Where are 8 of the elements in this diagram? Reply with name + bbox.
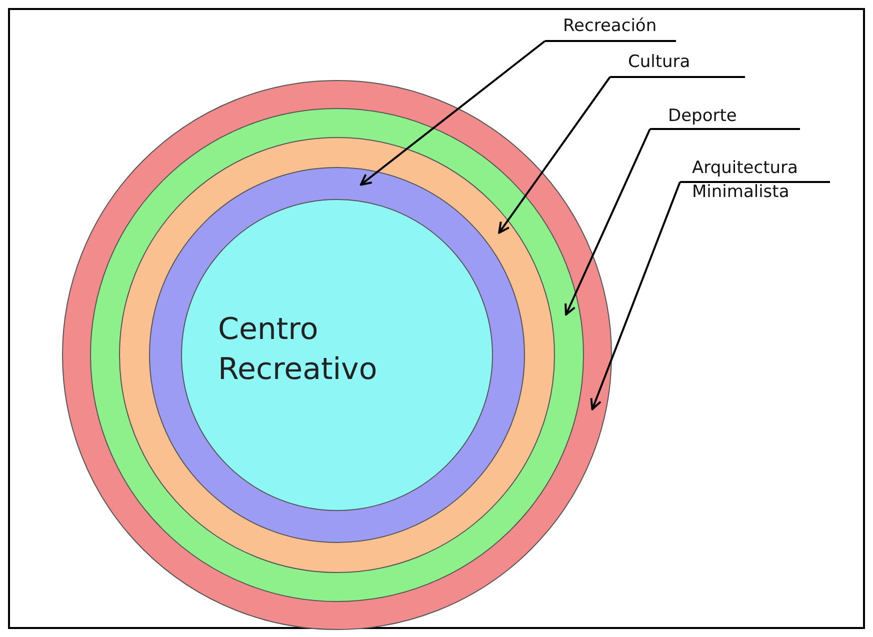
callout-label: Deporte [650, 104, 800, 130]
leader-line [360, 40, 546, 186]
callout-label: Recreación [545, 14, 676, 42]
leader-line [590, 182, 681, 410]
leader-line [498, 76, 611, 234]
leader-line [564, 128, 651, 316]
callout-label: Cultura [610, 50, 745, 78]
node-label: Centro Recreativo [218, 311, 378, 389]
